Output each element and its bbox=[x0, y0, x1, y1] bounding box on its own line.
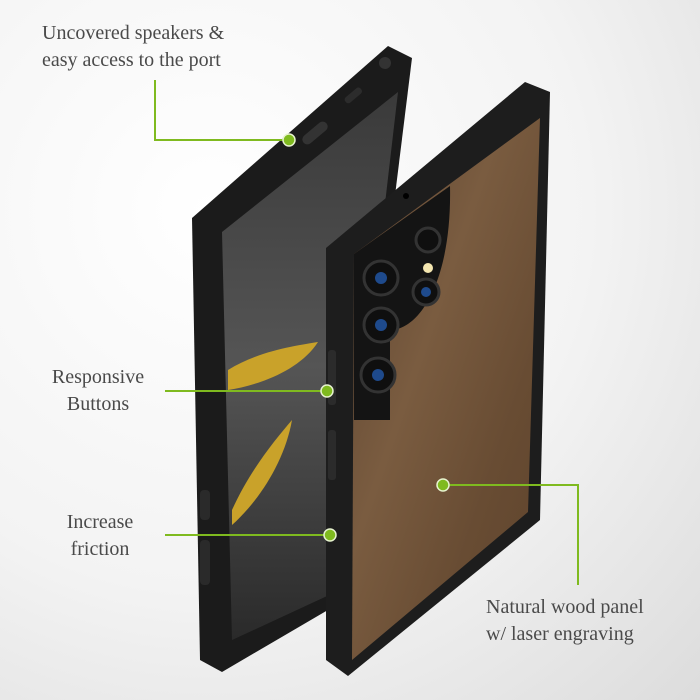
callout-buttons-line2: Buttons bbox=[66, 393, 130, 415]
callout-friction-line2: friction bbox=[70, 538, 130, 560]
callout-dot-wood bbox=[436, 478, 450, 492]
callout-dot-buttons bbox=[320, 384, 334, 398]
callout-speakers-line2: easy access to the port bbox=[42, 49, 221, 71]
phone-back-view bbox=[326, 82, 550, 676]
callout-buttons-line1: Responsive bbox=[51, 366, 145, 388]
callout-friction-line1: Increase bbox=[66, 511, 134, 533]
callout-dot-friction bbox=[323, 528, 337, 542]
callout-buttons: Responsive Buttons bbox=[38, 364, 158, 418]
callout-speakers: Uncovered speakers & easy access to the … bbox=[42, 20, 224, 74]
callout-wood: Natural wood panel w/ laser engraving bbox=[486, 594, 644, 648]
callout-lines bbox=[154, 80, 579, 585]
callout-speakers-line1: Uncovered speakers & bbox=[42, 22, 225, 44]
callout-wood-line2: w/ laser engraving bbox=[486, 623, 634, 645]
callout-wood-line1: Natural wood panel bbox=[486, 596, 644, 618]
callout-dot-speakers bbox=[282, 133, 296, 147]
callout-friction: Increase friction bbox=[40, 509, 160, 563]
